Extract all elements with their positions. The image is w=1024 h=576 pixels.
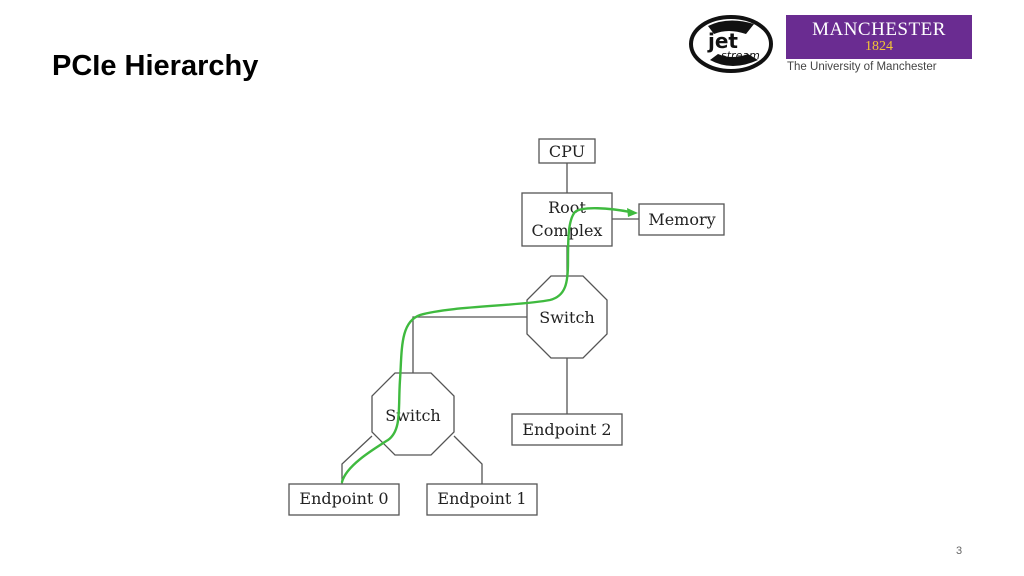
cpu-node <box>538 138 596 164</box>
root-complex-label-line2: Complex <box>532 221 603 240</box>
manchester-logo-year: 1824 <box>865 39 893 54</box>
memory-label: Memory <box>648 210 715 229</box>
page-number: 3 <box>956 545 963 557</box>
cpu-label: CPU <box>549 142 585 161</box>
manchester-logo-name: MANCHESTER <box>812 19 946 40</box>
switch-endpoint0-link <box>341 435 373 484</box>
data-path-arrowhead <box>627 208 638 217</box>
endpoint-1-node <box>426 483 538 516</box>
endpoint-0-node <box>288 483 400 516</box>
manchester-logo: MANCHESTER 1824 The University of Manche… <box>786 15 974 77</box>
root-complex-node <box>521 192 613 247</box>
switch-upper-node <box>526 275 608 359</box>
slide-title: PCIe Hierarchy <box>52 50 259 82</box>
switch-upper-label: Switch <box>539 308 594 327</box>
jetstream-logo-text-bottom: stream <box>721 49 760 62</box>
endpoint-2-node <box>511 413 623 446</box>
jetstream-logo-text-top: jet <box>707 29 738 53</box>
switch-lower-label: Switch <box>385 406 440 425</box>
endpoint-1-label: Endpoint 1 <box>437 489 526 508</box>
manchester-logo-subtitle: The University of Manchester <box>787 61 937 73</box>
switch-endpoint1-link <box>453 435 483 484</box>
data-path-arrow <box>340 207 632 484</box>
endpoint-0-label: Endpoint 0 <box>299 489 388 508</box>
memory-node <box>638 203 725 236</box>
endpoint-2-label: Endpoint 2 <box>522 420 611 439</box>
switch-switch-link <box>412 316 527 373</box>
jetstream-logo: jet stream <box>688 14 774 74</box>
root-complex-label-line1: Root <box>548 198 586 217</box>
manchester-logo-box: MANCHESTER 1824 <box>786 15 972 59</box>
